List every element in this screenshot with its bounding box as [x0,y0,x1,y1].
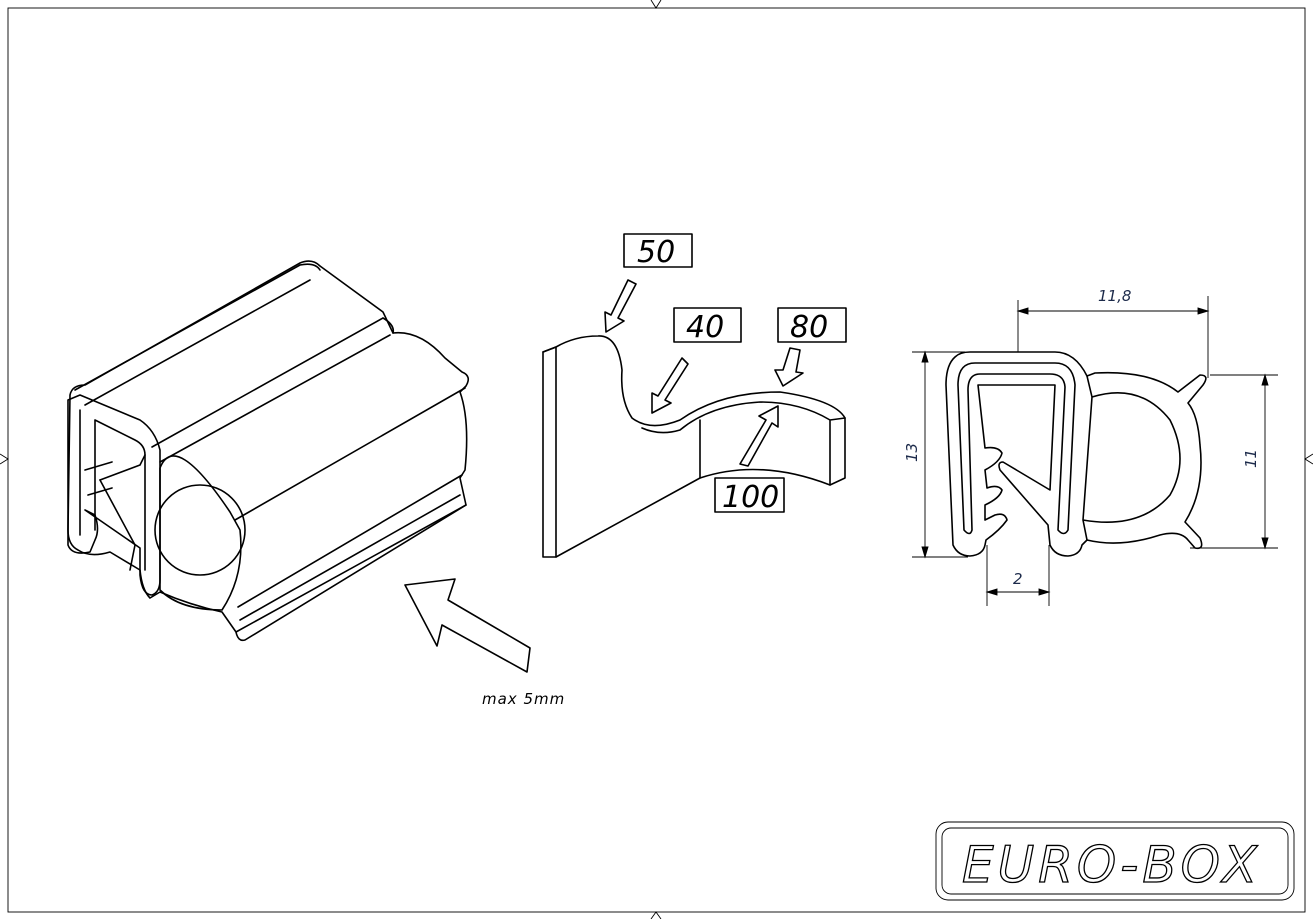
svg-text:100: 100 [722,480,779,515]
dimension-width: 11,8 [1098,287,1131,305]
svg-text:40: 40 [686,310,724,345]
euro-box-logo: EURO-BOX [935,821,1295,901]
svg-text:50: 50 [637,235,675,270]
dimension-height: 13 [903,443,921,462]
load-zone-diagram [542,335,846,558]
svg-text:80: 80 [790,310,828,345]
max-thickness-note: max 5mm [482,690,565,708]
cross-section-profile [945,351,1207,557]
isometric-seal-profile [67,260,470,642]
dimension-lines [912,296,1278,606]
insertion-direction-arrow [404,578,531,673]
load-label-80: 80 [777,307,847,345]
dimension-gap: 2 [1013,570,1023,588]
load-label-40: 40 [673,307,742,345]
load-label-100: 100 [714,477,785,515]
dimension-bulb-height: 11 [1242,449,1260,468]
load-label-50: 50 [623,233,693,270]
load-arrows [604,279,804,467]
svg-text:EURO-BOX: EURO-BOX [962,836,1261,894]
